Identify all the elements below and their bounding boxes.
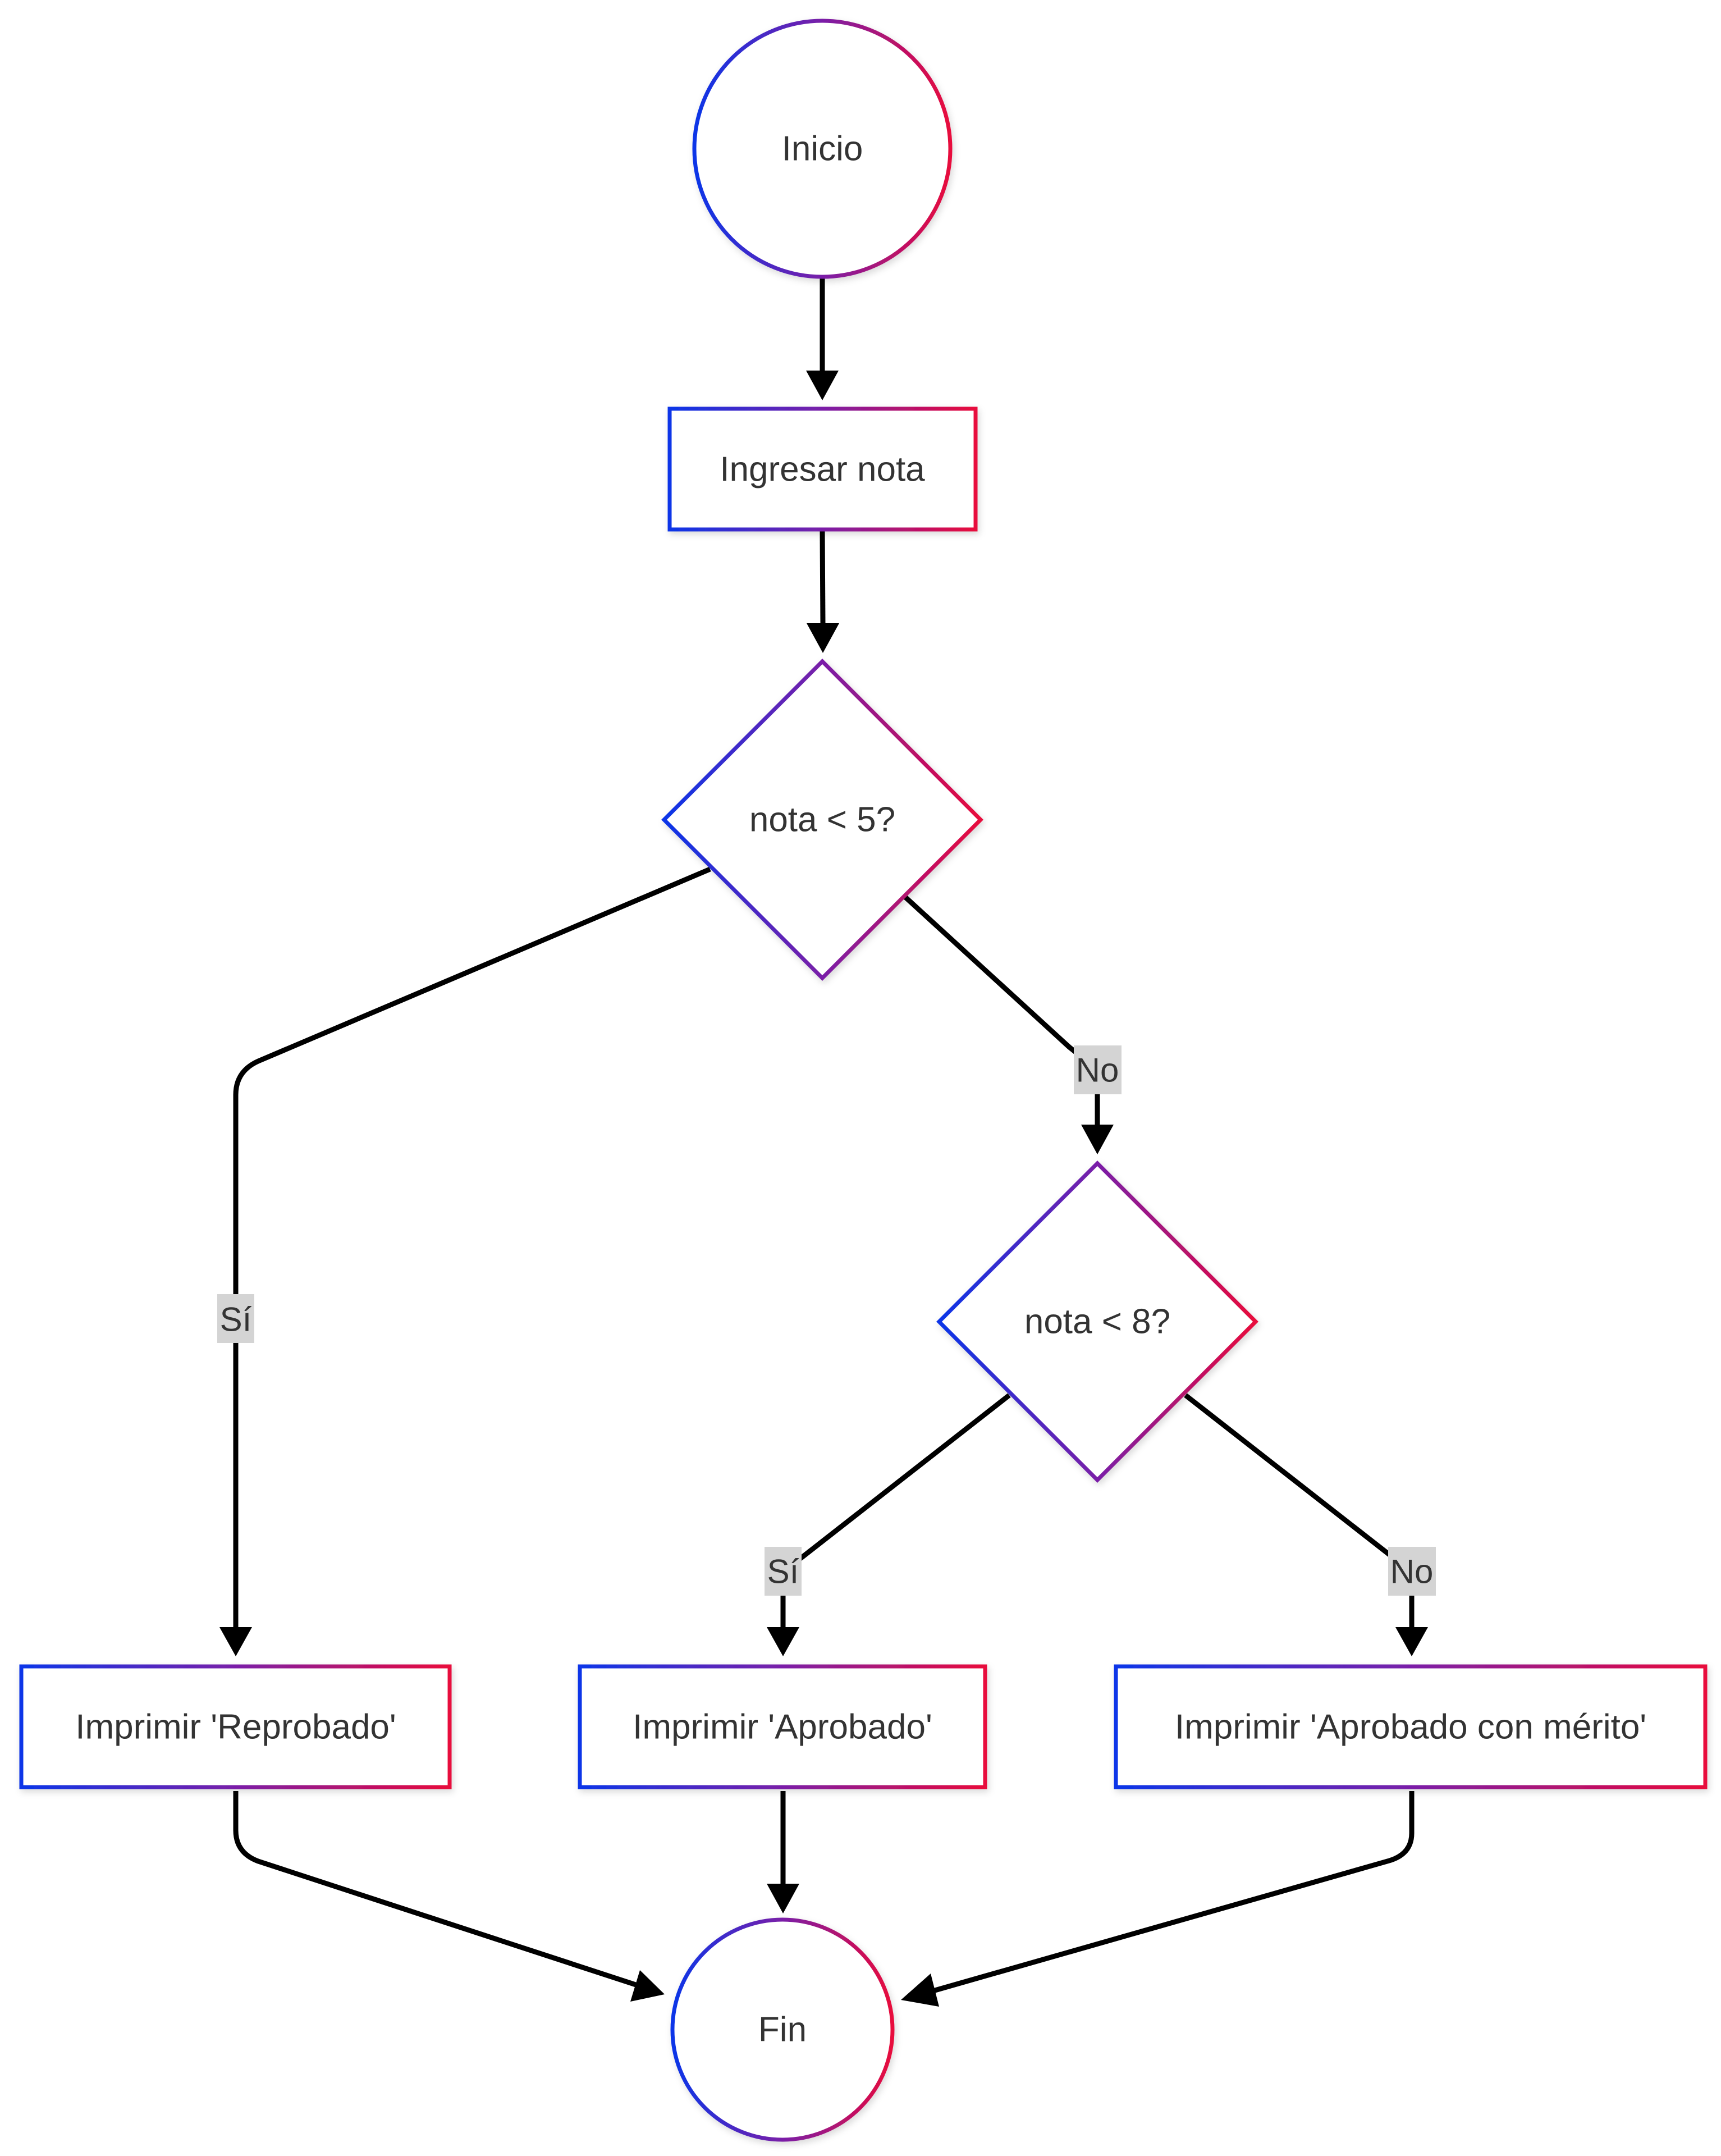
edge-label-d1-no: No [1076, 1052, 1119, 1089]
arrowhead-decision1 [807, 623, 839, 653]
arrowhead-reprobado [219, 1627, 252, 1656]
edge-label-d2-yes: Sí [767, 1553, 799, 1591]
decision1-label: nota < 5? [749, 801, 895, 839]
node-start: Inicio [692, 19, 953, 279]
decision1-diamond [661, 659, 983, 981]
start-label: Inicio [782, 130, 863, 168]
arrowhead-aprobado [767, 1627, 799, 1656]
edge-label-bg-d1-no [1074, 1045, 1122, 1094]
node-reprobado: Imprimir 'Reprobado' [19, 1664, 452, 1789]
node-end: Fin [670, 1917, 895, 2142]
end-circle [670, 1917, 895, 2142]
edges-layer [219, 278, 1428, 2007]
arrowhead-end-left [630, 1970, 665, 2002]
edge-decision2-to-aprobado [780, 1393, 1011, 1628]
edge-label-bg-d1-yes [217, 1294, 254, 1343]
decision2-label: nota < 8? [1024, 1303, 1170, 1341]
merito-box [1114, 1664, 1708, 1789]
node-decision2: nota < 8? [936, 1161, 1258, 1483]
arrowhead-end-right [901, 1974, 939, 2007]
node-input: Ingresar nota [667, 406, 978, 532]
edge-decision1-to-decision2 [903, 895, 1100, 1126]
input-label: Ingresar nota [720, 450, 925, 489]
edge-input-to-decision1 [820, 530, 826, 624]
edge-label-d1-yes: Sí [220, 1301, 252, 1339]
end-label: Fin [758, 2011, 807, 2049]
edge-labels-layer: Sí No Sí No [217, 1045, 1436, 1596]
arrowhead-merito [1395, 1627, 1428, 1656]
arrowhead-end-center [767, 1884, 799, 1913]
edge-label-bg-d2-no [1388, 1547, 1436, 1596]
reprobado-box [19, 1664, 452, 1789]
edge-merito-to-end [928, 1791, 1415, 1995]
node-aprobado: Imprimir 'Aprobado' [578, 1664, 987, 1789]
arrowhead-input [806, 371, 839, 400]
edge-reprobado-to-end [233, 1791, 646, 1990]
merito-label: Imprimir 'Aprobado con mérito' [1175, 1708, 1646, 1747]
aprobado-box [578, 1664, 987, 1789]
node-merito: Imprimir 'Aprobado con mérito' [1114, 1664, 1708, 1789]
start-circle [692, 19, 953, 279]
input-box [667, 406, 978, 532]
edge-decision2-to-merito [1184, 1393, 1415, 1628]
arrowhead-decision2 [1081, 1125, 1114, 1154]
aprobado-label: Imprimir 'Aprobado' [633, 1708, 932, 1747]
node-decision1: nota < 5? [661, 659, 983, 981]
edge-label-bg-d2-yes [765, 1547, 802, 1596]
edge-label-d2-no: No [1390, 1553, 1434, 1591]
edge-decision1-to-reprobado [233, 866, 711, 1628]
reprobado-label: Imprimir 'Reprobado' [75, 1708, 396, 1747]
decision2-diamond [936, 1161, 1258, 1483]
nodes-layer: Inicio Ingresar nota nota < 5? nota < 8?… [19, 19, 1708, 2142]
